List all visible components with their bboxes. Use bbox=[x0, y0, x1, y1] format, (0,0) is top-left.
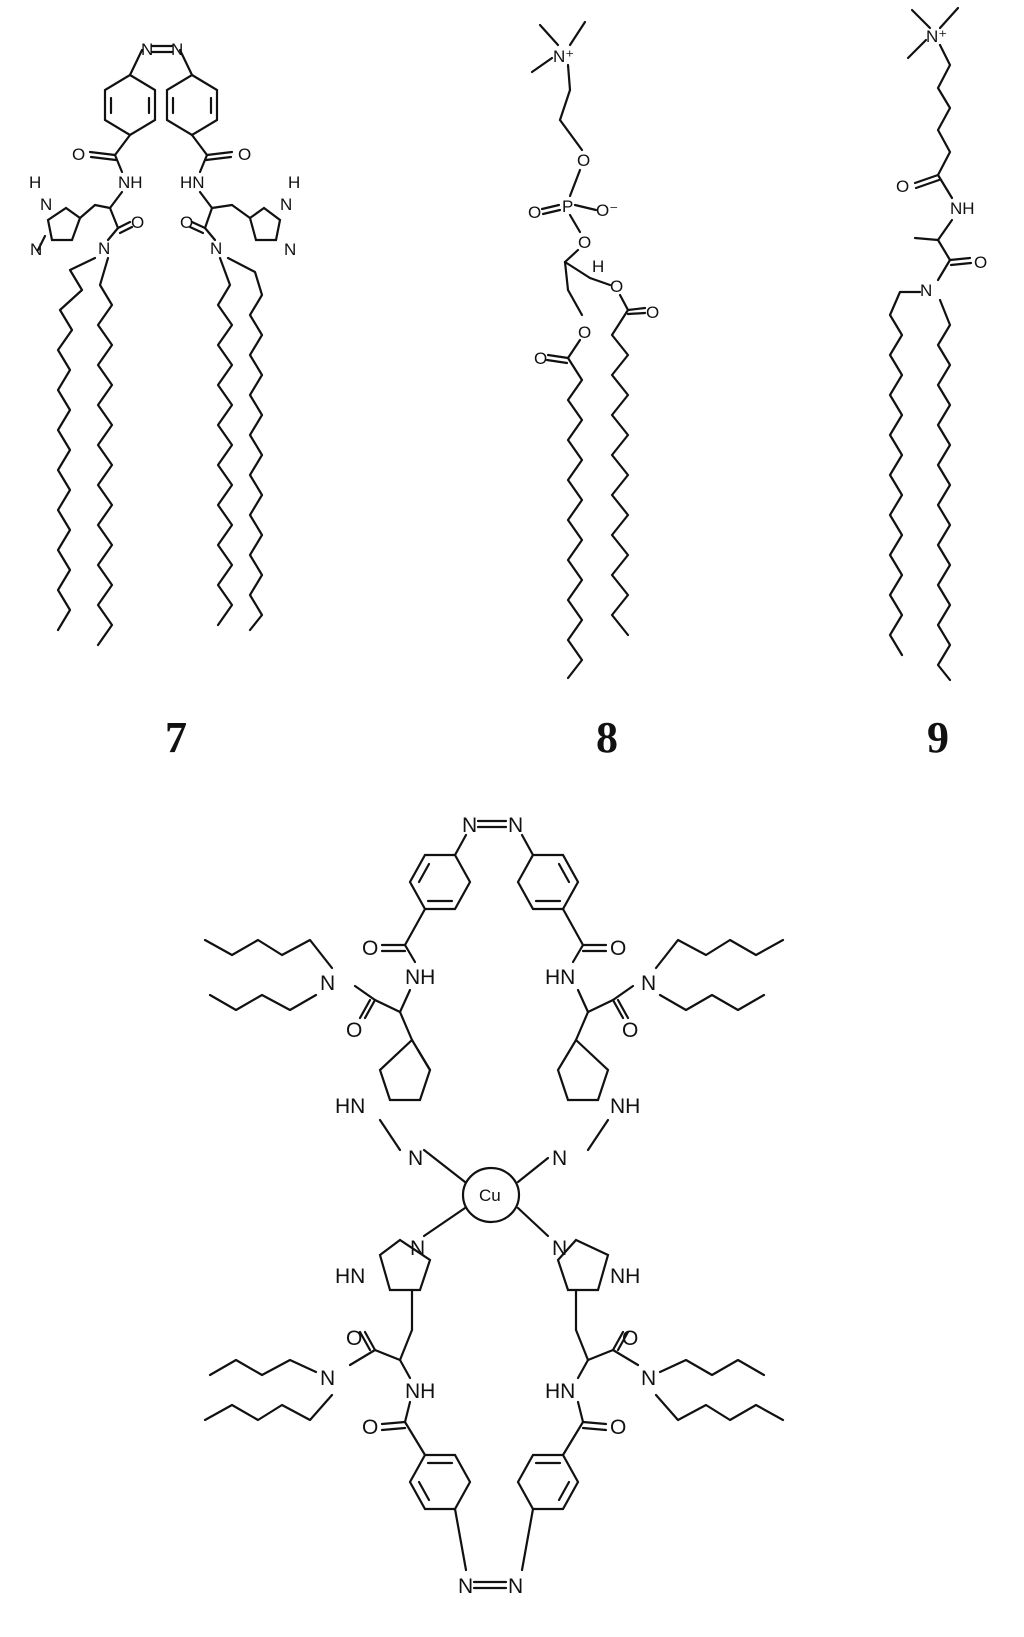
imidazole-h-right-7: H bbox=[288, 173, 300, 192]
carbonyl-o-8a: O bbox=[646, 303, 659, 322]
complex-imidazole-n-tr: N bbox=[552, 1147, 567, 1170]
amine-n-right-7: N bbox=[210, 239, 222, 258]
imidazole-n2-right-7: N bbox=[284, 240, 296, 259]
amide-o-left-7: O bbox=[72, 145, 85, 164]
complex-amine-n-tr: N bbox=[641, 972, 656, 995]
complex-imidazole-tl bbox=[378, 1038, 432, 1102]
amide-o-right-7: O bbox=[238, 145, 251, 164]
compound-label-9: 9 bbox=[927, 713, 949, 762]
phosphorus-8: P bbox=[562, 197, 573, 216]
amide-nh-left-7: NH bbox=[118, 173, 143, 192]
imidazole-n2-left-7: N bbox=[30, 240, 42, 259]
ester-o-8a: O bbox=[577, 151, 590, 170]
complex-imidazole-hn-tl: HN bbox=[335, 1095, 365, 1118]
complex-azo-n-top-right: N bbox=[508, 814, 523, 837]
complex-carbonyl-o-tl: O bbox=[346, 1019, 362, 1042]
complex-azo-n-bottom-left: N bbox=[458, 1575, 473, 1598]
complex-amide-o-tr: O bbox=[610, 937, 626, 960]
complex-amide-o-bl: O bbox=[362, 1416, 378, 1439]
ester-o-8d: O bbox=[578, 323, 591, 342]
complex-imidazole-nh-tr: NH bbox=[610, 1095, 640, 1118]
amide-nh-9: NH bbox=[950, 199, 975, 218]
carbonyl-o-8b: O bbox=[534, 349, 547, 368]
complex-imidazole-n-br: N bbox=[552, 1237, 567, 1260]
amide-hn-right-7: HN bbox=[180, 173, 205, 192]
carbonyl-o-left-7: O bbox=[131, 213, 144, 232]
benzene-ring-left-7 bbox=[103, 73, 157, 137]
copper-label: Cu bbox=[479, 1186, 501, 1205]
complex-imidazole-nh-br: NH bbox=[610, 1265, 640, 1288]
amine-n-9: N bbox=[920, 281, 932, 300]
ester-o-8b: O bbox=[578, 233, 591, 252]
ester-o-8c: O bbox=[610, 277, 623, 296]
carbonyl-o-right-7: O bbox=[180, 213, 193, 232]
amine-n-left-7: N bbox=[98, 239, 110, 258]
complex-amine-n-bl: N bbox=[320, 1367, 335, 1390]
complex-amide-hn-tr: HN bbox=[545, 966, 575, 989]
imidazole-n1-right-7: N bbox=[280, 195, 292, 214]
complex-carbonyl-o-tr: O bbox=[622, 1019, 638, 1042]
complex-benzene-bottom-right bbox=[516, 1453, 580, 1511]
compound-9-structure: N⁺ O NH O N bbox=[888, 6, 987, 682]
complex-amide-hn-br: HN bbox=[545, 1380, 575, 1403]
imidazole-ring-right-7 bbox=[248, 206, 282, 242]
compound-8-structure: N⁺ O P O O⁻ O H O O O O bbox=[528, 20, 659, 680]
complex-imidazole-n-tl: N bbox=[408, 1147, 423, 1170]
complex-amide-o-tl: O bbox=[362, 937, 378, 960]
glycerol-h-8: H bbox=[592, 257, 604, 276]
copper-complex-structure: N N O NH O N HN N bbox=[203, 814, 785, 1598]
imidazole-n1-left-7: N bbox=[40, 195, 52, 214]
compound-label-8: 8 bbox=[596, 713, 618, 762]
complex-amide-nh-tl: NH bbox=[405, 966, 435, 989]
complex-imidazole-bl bbox=[378, 1238, 432, 1292]
complex-imidazole-hn-bl: HN bbox=[335, 1265, 365, 1288]
complex-azo-n-bottom-right: N bbox=[508, 1575, 523, 1598]
phosphate-o-double-8: O bbox=[528, 203, 541, 222]
complex-carbonyl-o-bl: O bbox=[346, 1327, 362, 1350]
azo-n-left: N bbox=[141, 40, 153, 59]
compound-label-7: 7 bbox=[165, 713, 187, 762]
complex-imidazole-br bbox=[556, 1238, 610, 1292]
complex-amine-n-tl: N bbox=[320, 972, 335, 995]
copper-center bbox=[461, 1166, 521, 1224]
imidazole-h-left-7: H bbox=[29, 173, 41, 192]
benzene-ring-right-7 bbox=[165, 73, 219, 137]
carbonyl-o-9a: O bbox=[896, 177, 909, 196]
compound-7-structure: N N O NH O N H N N bbox=[29, 40, 300, 647]
ammonium-n-9: N⁺ bbox=[926, 27, 947, 46]
ammonium-n-8: N⁺ bbox=[553, 47, 574, 66]
complex-amide-nh-bl: NH bbox=[405, 1380, 435, 1403]
phosphate-o-minus-8: O⁻ bbox=[596, 201, 618, 220]
complex-amide-o-br: O bbox=[610, 1416, 626, 1439]
carbonyl-o-9b: O bbox=[974, 253, 987, 272]
complex-carbonyl-o-br: O bbox=[622, 1327, 638, 1350]
complex-amine-n-br: N bbox=[641, 1367, 656, 1390]
imidazole-ring-left-7 bbox=[46, 206, 82, 242]
complex-imidazole-tr bbox=[556, 1038, 610, 1102]
azo-n-right: N bbox=[171, 40, 183, 59]
complex-azo-n-top-left: N bbox=[462, 814, 477, 837]
